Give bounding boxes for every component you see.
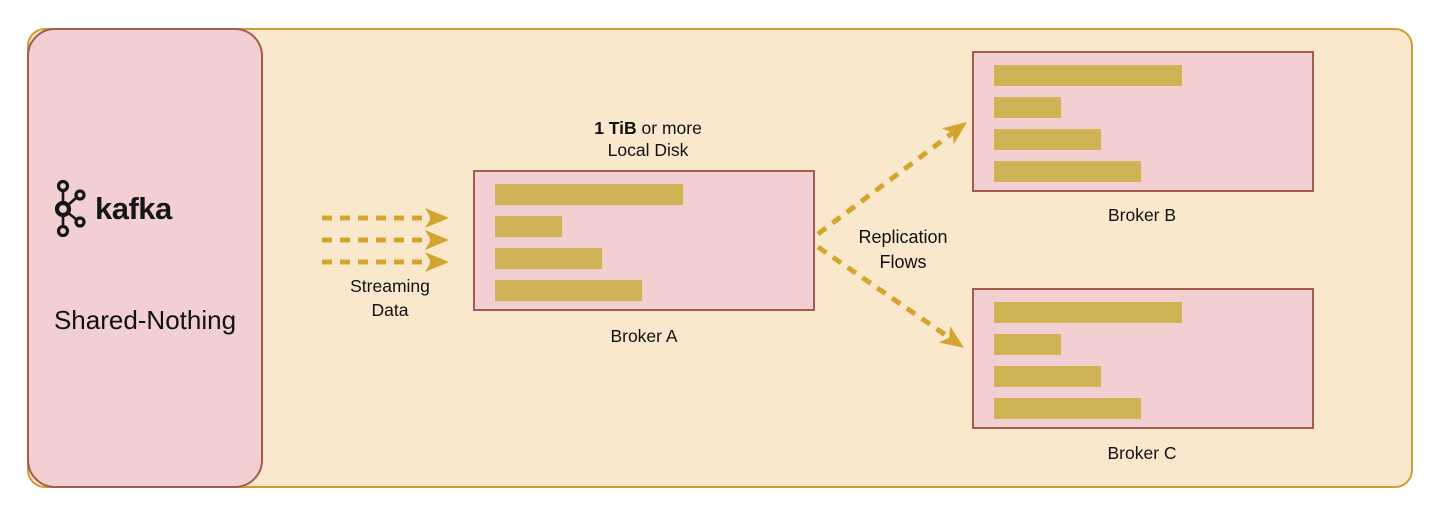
partition-bar xyxy=(994,398,1141,419)
partition-bar xyxy=(994,65,1182,86)
partition-bar xyxy=(994,97,1061,118)
replication-flows-label: Replication Flows xyxy=(858,227,948,272)
streaming-data-label: Streaming Data xyxy=(350,276,430,320)
broker-a-box xyxy=(473,170,815,311)
kafka-logo-text: kafka xyxy=(95,191,172,226)
kafka-panel: kafka Shared-Nothing xyxy=(27,28,263,488)
partition-bar xyxy=(994,302,1182,323)
broker-c-box xyxy=(972,288,1314,429)
broker-b-label: Broker B xyxy=(1107,205,1177,225)
broker-a-label: Broker A xyxy=(610,326,678,346)
architecture-label: Shared-Nothing xyxy=(53,305,237,335)
partition-bar xyxy=(495,248,602,269)
partition-bar xyxy=(495,216,562,237)
broker-b-box xyxy=(972,51,1314,192)
kafka-logo-icon xyxy=(54,179,86,238)
disk-size-note: 1 TiB or more Local Disk xyxy=(594,117,702,161)
kafka-logo: kafka xyxy=(52,178,172,240)
partition-bar xyxy=(994,129,1101,150)
partition-bar xyxy=(994,334,1061,355)
disk-size-line2: Local Disk xyxy=(607,140,689,160)
partition-bar xyxy=(994,366,1101,387)
disk-size-line1: 1 TiB or more xyxy=(594,118,702,138)
partition-bar xyxy=(495,280,642,301)
partition-bar xyxy=(495,184,683,205)
broker-c-label: Broker C xyxy=(1107,443,1177,463)
partition-bar xyxy=(994,161,1141,182)
